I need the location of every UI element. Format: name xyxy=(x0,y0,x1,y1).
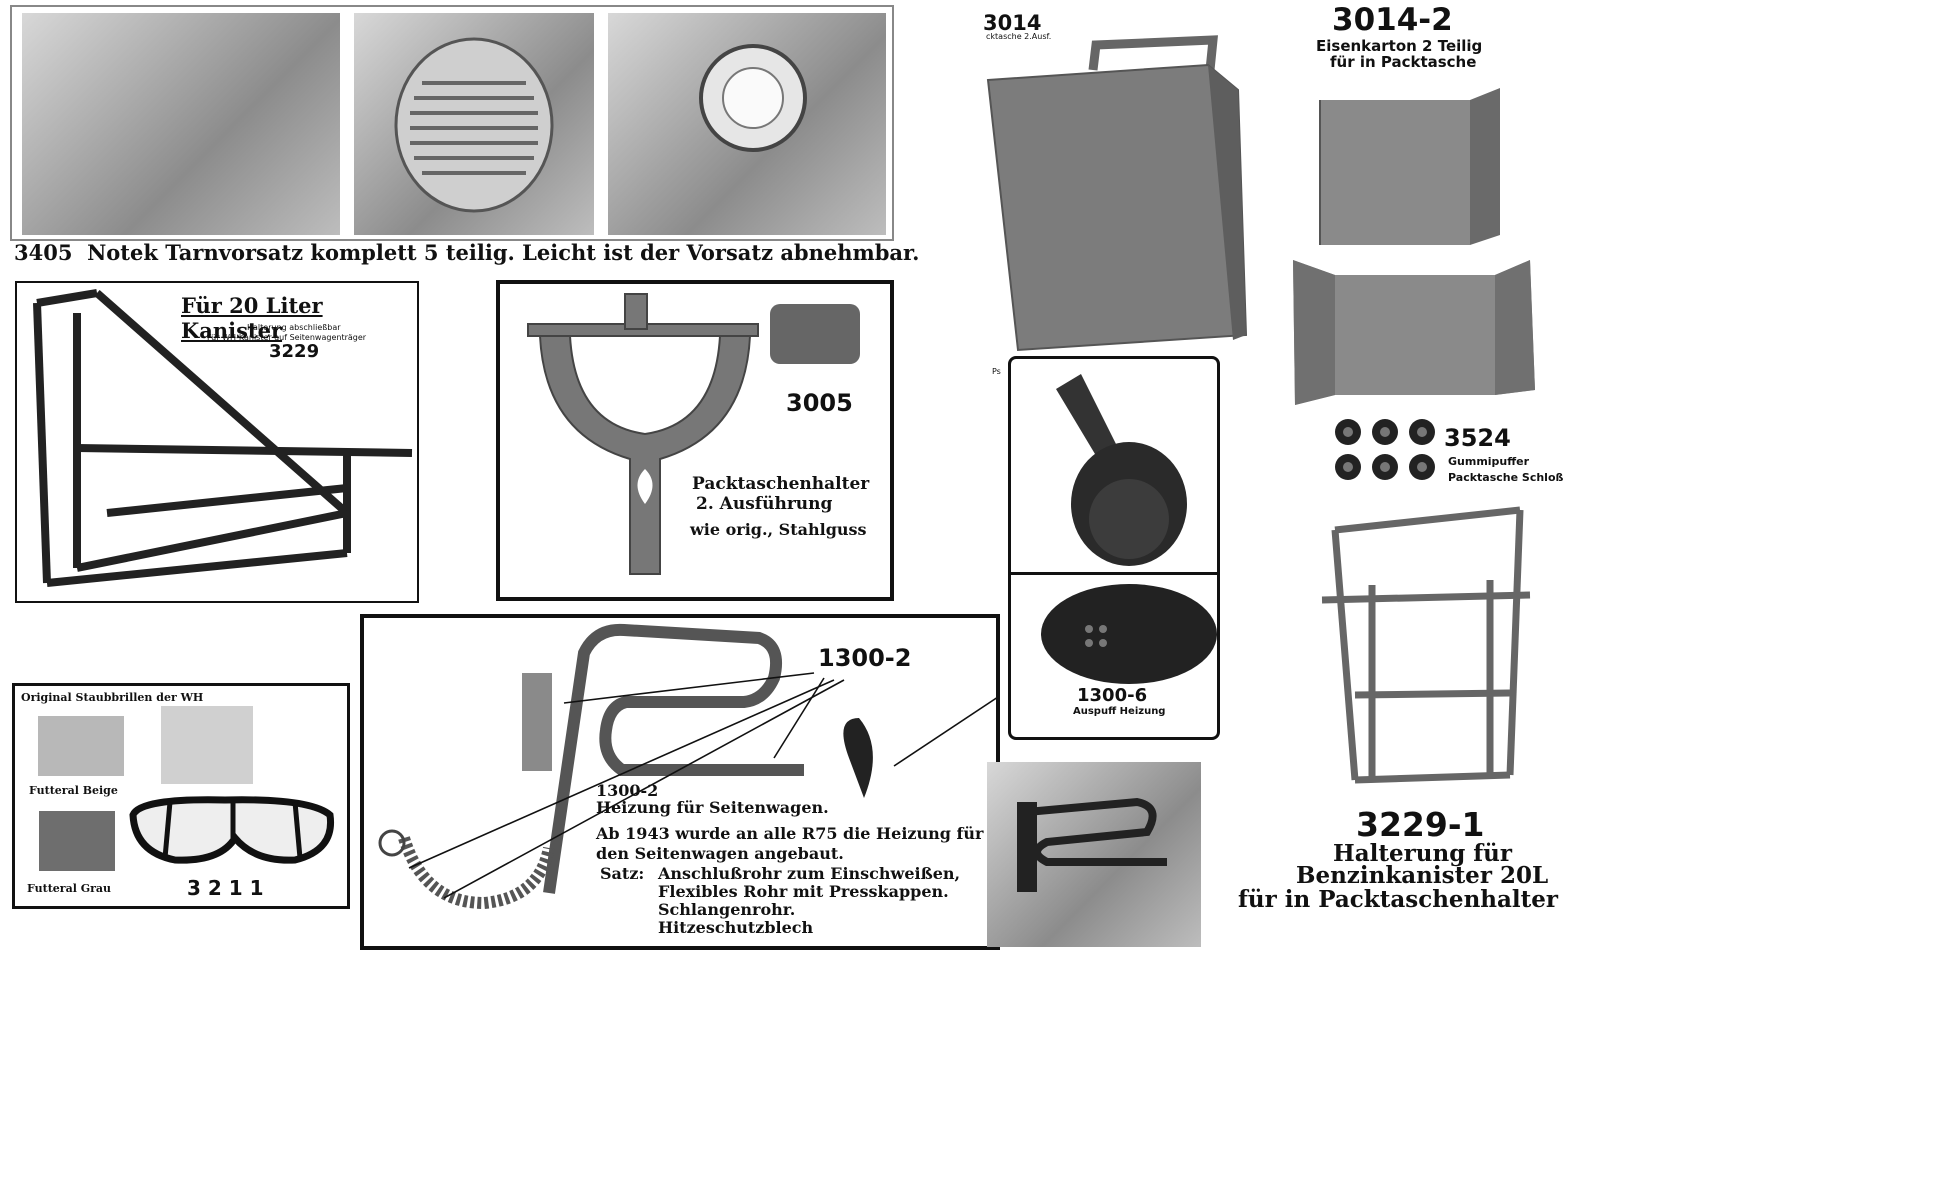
metal-box-icon xyxy=(986,35,1248,352)
gummipuffer-icon xyxy=(1335,419,1435,480)
kanister-line1: Halterung abschließbar xyxy=(247,323,341,332)
puffer-number: 3524 xyxy=(1444,424,1511,452)
halter-line2: Benzinkanister 20L xyxy=(1296,862,1549,889)
packtasche-line1: Packtaschenhalter xyxy=(692,474,870,494)
heizung-number: 1300-2 xyxy=(596,781,659,800)
packtasche-halter-icon xyxy=(527,293,860,575)
benzinkanister-halter-icon xyxy=(1321,506,1531,784)
notek-photo-1 xyxy=(22,13,340,235)
heizung-text1: Ab 1943 wurde an alle R75 die Heizung fü… xyxy=(596,824,984,843)
auspuff-top-icon xyxy=(1056,374,1187,566)
karton-number: 3014-2 xyxy=(1332,2,1453,38)
heizung-1300-2-panel: 1300-2 1300-2 Heizung für Seitenwagen. A… xyxy=(360,614,1000,950)
installed-pipe-icon xyxy=(1017,797,1167,892)
heizung-satz-label: Satz: xyxy=(600,864,645,883)
futteral-open-swatch xyxy=(161,706,253,784)
futteral-beige-swatch xyxy=(38,716,124,776)
heizung-drawing-icon xyxy=(378,623,996,910)
auspuff-label: Auspuff Heizung xyxy=(1073,706,1166,717)
notek-photo-2 xyxy=(354,13,594,235)
packtasche-line2: 2. Ausführung xyxy=(696,494,833,514)
notek-grille-icon xyxy=(394,37,554,213)
headlamp-icon xyxy=(699,44,807,152)
heizung-item-3: Schlangenrohr. xyxy=(658,900,796,919)
halter-number: 3229-1 xyxy=(1356,805,1485,844)
brillen-number: 3 2 1 1 xyxy=(187,876,264,900)
eisenkarton-icon xyxy=(1293,88,1535,405)
box-3014-stray: Ps xyxy=(992,367,1001,376)
packtasche-line3: wie orig., Stahlguss xyxy=(690,520,867,539)
auspuff-panel: 1300-6 Auspuff Heizung xyxy=(1008,356,1220,740)
kanister-heading: Für 20 Liter Kanister xyxy=(181,293,323,343)
heizung-callout: 1300-2 xyxy=(818,644,912,672)
heizung-item-1: Anschlußrohr zum Einschweißen, xyxy=(658,864,961,883)
brillen-grau: Futteral Grau xyxy=(27,882,112,895)
halter-line1: Halterung für xyxy=(1333,840,1513,867)
heizung-installed-photo xyxy=(987,762,1201,947)
kanister-line2: Für WH-Kanister auf Seitenwagenträger xyxy=(207,333,367,342)
heizung-title: Heizung für Seitenwagen. xyxy=(596,798,829,817)
kanister-3229-panel: Für 20 Liter Kanister Halterung abschlie… xyxy=(15,281,419,603)
box-3014-number: 3014 xyxy=(983,11,1042,35)
packtasche-3005-panel: 3005 Packtaschenhalter 2. Ausführung wie… xyxy=(496,280,894,601)
kanister-rack-icon xyxy=(33,289,413,587)
notek-caption: 3405 Notek Tarnvorsatz komplett 5 teilig… xyxy=(14,240,920,265)
heizung-text2: den Seitenwagen angebaut. xyxy=(596,844,844,863)
puffer-line2: Packtasche Schloß xyxy=(1448,471,1564,484)
brillen-title: Original Staubbrillen der WH xyxy=(21,691,204,704)
brillen-3211-panel: Original Staubbrillen der WH Futteral Be… xyxy=(12,683,350,909)
heizung-item-2: Flexibles Rohr mit Presskappen. xyxy=(658,882,949,901)
halter-line3: für in Packtaschenhalter xyxy=(1238,886,1559,913)
auspuff-number: 1300-6 xyxy=(1077,685,1148,706)
packtasche-number: 3005 xyxy=(786,389,853,417)
auspuff-divider xyxy=(1011,572,1217,575)
heizung-item-4: Hitzeschutzblech xyxy=(658,918,814,937)
notek-photo-3 xyxy=(608,13,886,235)
puffer-line1: Gummipuffer xyxy=(1448,455,1530,468)
karton-line2: für in Packtasche xyxy=(1330,53,1477,71)
box-3014-sub: cktasche 2.Ausf. xyxy=(986,32,1052,41)
notek-photo-strip xyxy=(10,5,894,241)
karton-line1: Eisenkarton 2 Teilig xyxy=(1316,37,1483,55)
auspuff-bottom-icon xyxy=(1041,584,1217,684)
brillen-beige: Futteral Beige xyxy=(29,784,118,797)
kanister-number: 3229 xyxy=(269,341,320,362)
goggles-icon xyxy=(129,796,335,864)
futteral-grau-swatch xyxy=(39,811,115,871)
box-3014-area: 3014 cktasche 2.Ausf. Ps xyxy=(978,5,1268,376)
